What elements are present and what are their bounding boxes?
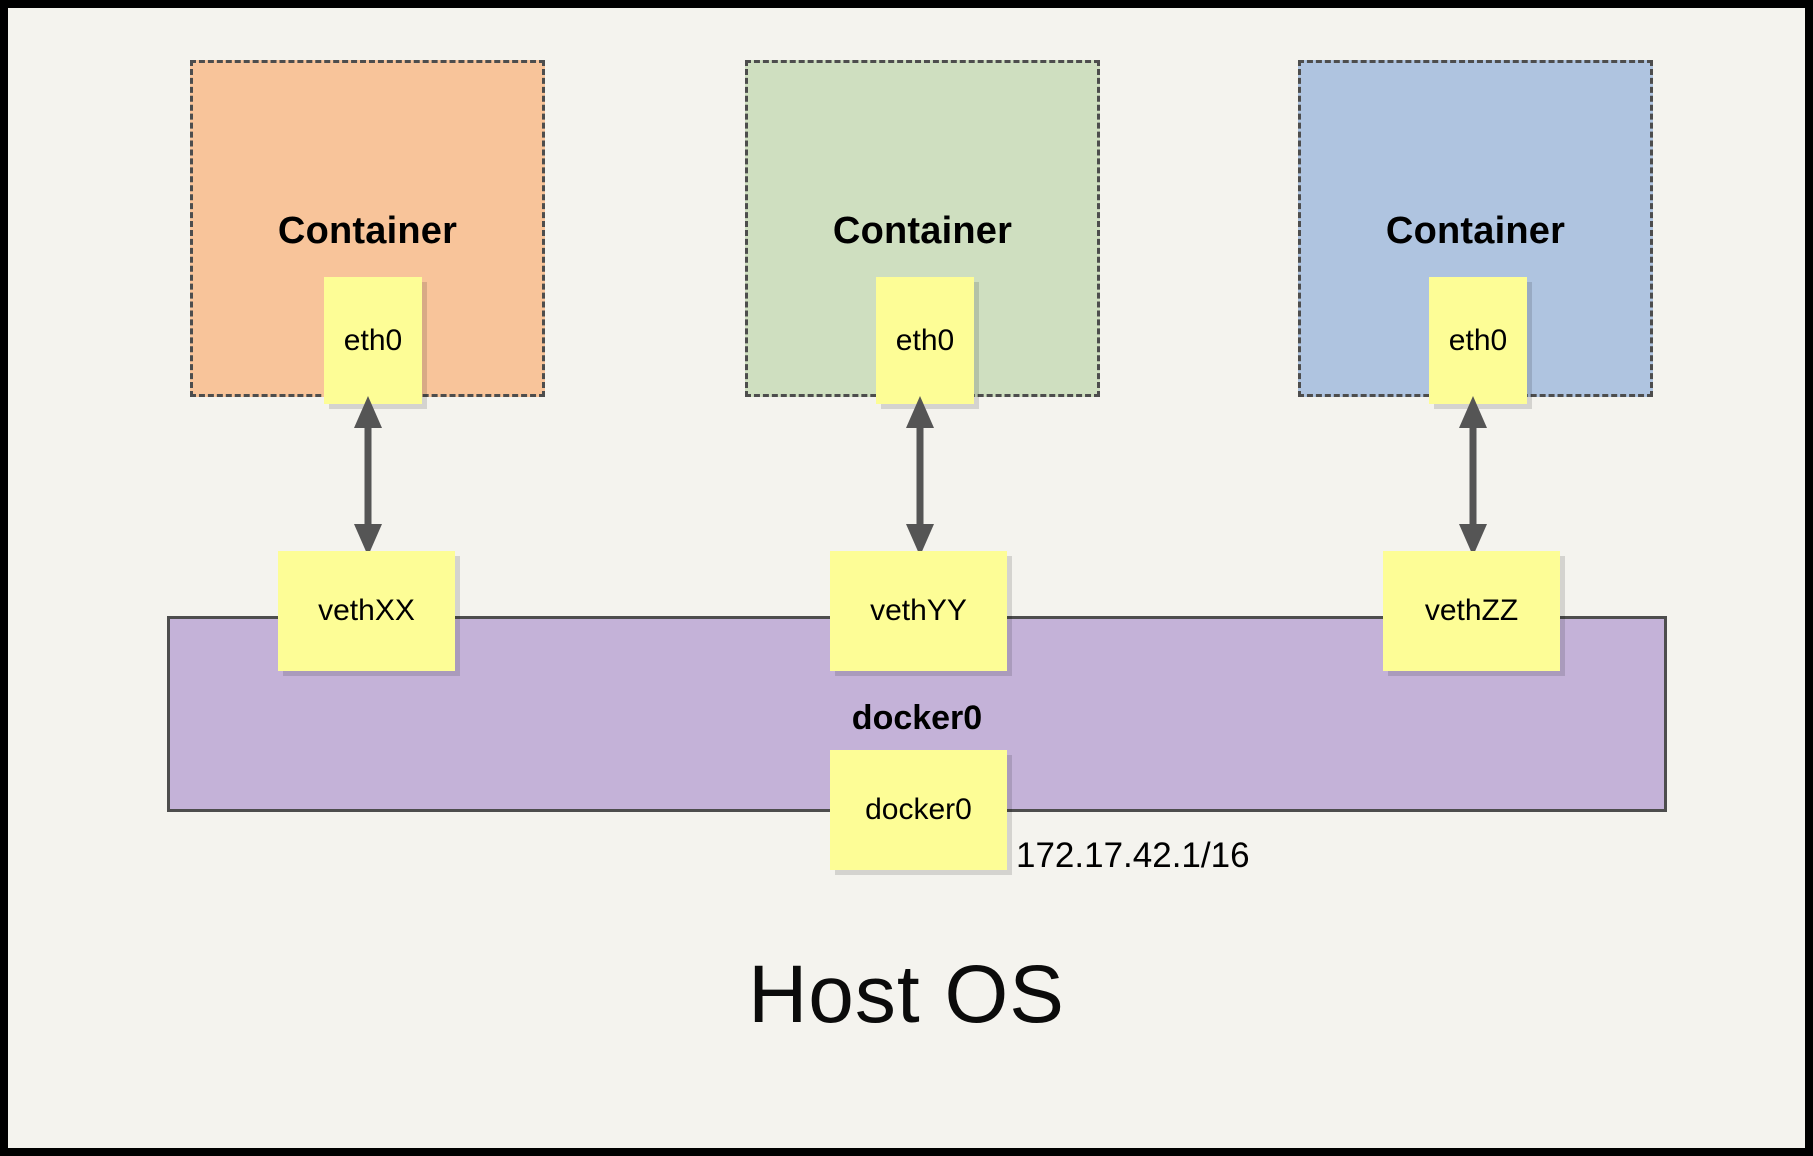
veth-interface-yy: vethYY [830, 551, 1007, 671]
container-label-2: Container [832, 210, 1013, 252]
eth0-interface-3: eth0 [1429, 277, 1527, 404]
docker0-bridge-label: docker0 [851, 699, 983, 737]
eth0-interface-2: eth0 [876, 277, 974, 404]
docker0-ip-address: 172.17.42.1/16 [1016, 836, 1250, 875]
connector-arrow-3 [1459, 396, 1487, 556]
veth-interface-xx: vethXX [278, 551, 455, 671]
connector-arrow-1 [354, 396, 382, 556]
container-label-3: Container [1385, 210, 1566, 252]
veth-interface-zz: vethZZ [1383, 551, 1560, 671]
host-os-surface: Container eth0 Container eth0 Container … [8, 8, 1805, 1148]
container-label-1: Container [277, 210, 458, 252]
eth0-interface-1: eth0 [324, 277, 422, 404]
docker0-interface-box: docker0 [830, 750, 1007, 870]
container-box-2: Container eth0 [745, 60, 1100, 404]
container-box-1: Container eth0 [190, 60, 545, 404]
container-box-3: Container eth0 [1298, 60, 1653, 404]
host-os-title: Host OS [748, 949, 1065, 1040]
connector-arrow-2 [906, 396, 934, 556]
